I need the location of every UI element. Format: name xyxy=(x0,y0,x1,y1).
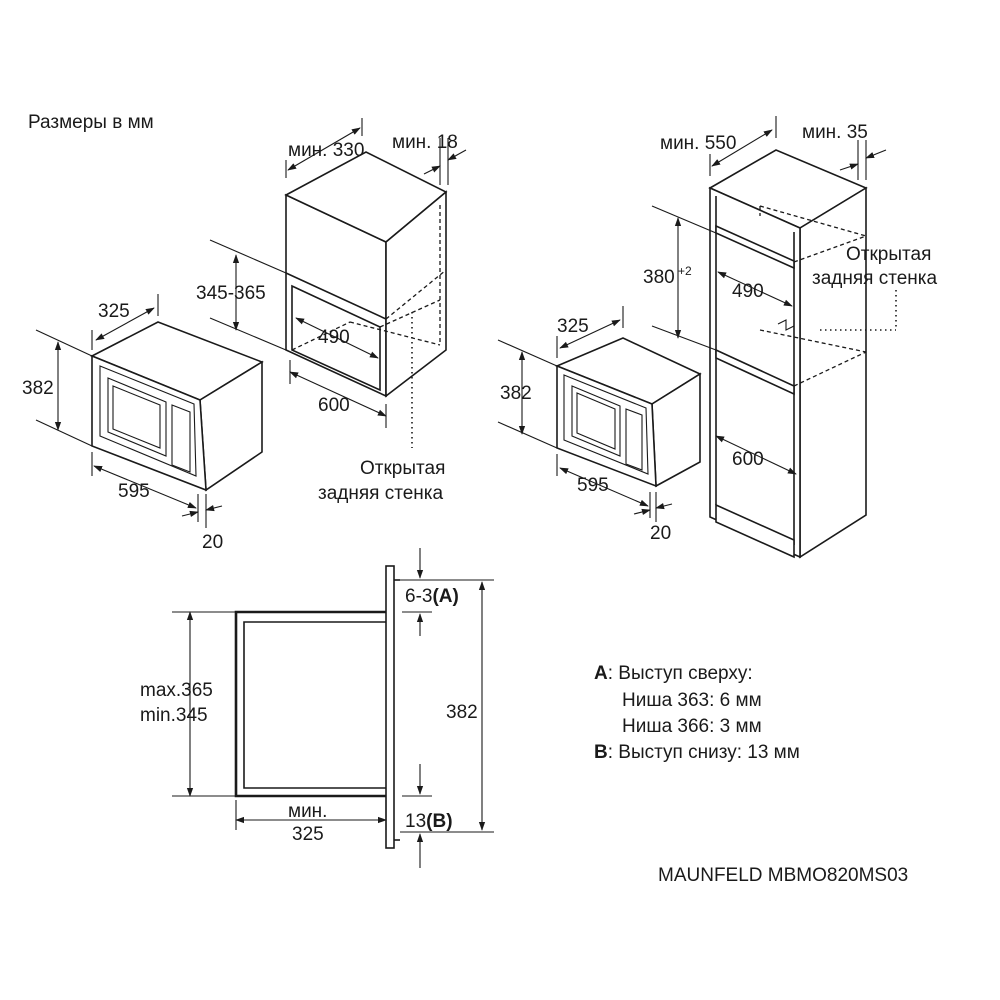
left-open-back-label-1: Открытая xyxy=(360,458,445,479)
left-niche-cabinet xyxy=(284,151,448,448)
side-niche-min-label: min.345 xyxy=(140,705,208,726)
right-tall-column xyxy=(708,149,897,559)
left-niche-height-label: 345-365 xyxy=(196,283,266,304)
right-oven xyxy=(554,337,702,488)
right-oven-height-label: 382 xyxy=(500,383,532,404)
right-open-back-label-2: задняя стенка xyxy=(812,268,937,289)
right-column-height-tolerance: +2 xyxy=(678,264,692,278)
left-niche-dimensions xyxy=(209,118,467,428)
right-column-height-label: 380 xyxy=(643,267,675,288)
units-note: Размеры в мм xyxy=(28,112,154,133)
side-bottom-offset-label: 13(B) xyxy=(405,811,453,832)
legend-b-text: B: Выступ снизу: 13 мм xyxy=(594,742,800,763)
left-oven-depth-label: 325 xyxy=(98,301,130,322)
side-total-height-label: 382 xyxy=(446,702,478,723)
legend: A: Выступ сверху: Ниша 363: 6 мм Ниша 36… xyxy=(594,663,800,763)
legend-a-line1: Ниша 363: 6 мм xyxy=(622,690,762,711)
side-section-view xyxy=(234,565,400,849)
left-niche-thickness-label: мин. 18 xyxy=(392,132,458,153)
left-open-back-label-2: задняя стенка xyxy=(318,483,443,504)
left-niche-outer-width-label: 600 xyxy=(318,395,350,416)
legend-a-title: A: Выступ сверху: xyxy=(594,663,753,684)
side-view-dimensions xyxy=(172,548,494,868)
model-name: MAUNFELD MBMO820MS03 xyxy=(658,865,908,886)
side-niche-max-label: max.365 xyxy=(140,680,213,701)
legend-a-line2: Ниша 366: 3 мм xyxy=(622,716,762,737)
left-oven-width-label: 595 xyxy=(118,481,150,502)
left-oven-frame-label: 20 xyxy=(202,532,223,553)
left-oven-dimensions xyxy=(35,294,223,528)
right-column-inner-width-label: 490 xyxy=(732,281,764,302)
side-depth-min-label-2: 325 xyxy=(292,824,324,845)
right-column-gap-label: мин. 35 xyxy=(802,122,868,143)
right-oven-width-label: 595 xyxy=(577,475,609,496)
right-oven-depth-label: 325 xyxy=(557,316,589,337)
right-oven-dimensions xyxy=(497,306,673,522)
left-niche-inner-width-label: 490 xyxy=(318,327,350,348)
right-oven-frame-label: 20 xyxy=(650,523,671,544)
side-depth-min-label-1: мин. xyxy=(288,801,327,822)
right-column-dimensions xyxy=(651,116,887,475)
left-oven-height-label: 382 xyxy=(22,378,54,399)
right-column-depth-label: мин. 550 xyxy=(660,133,736,154)
right-column-outer-width-label: 600 xyxy=(732,449,764,470)
side-top-offset-label: 6-3(A) xyxy=(405,586,459,607)
left-oven xyxy=(90,321,264,492)
left-niche-depth-label: мин. 330 xyxy=(288,140,364,161)
right-open-back-label-1: Открытая xyxy=(846,244,931,265)
